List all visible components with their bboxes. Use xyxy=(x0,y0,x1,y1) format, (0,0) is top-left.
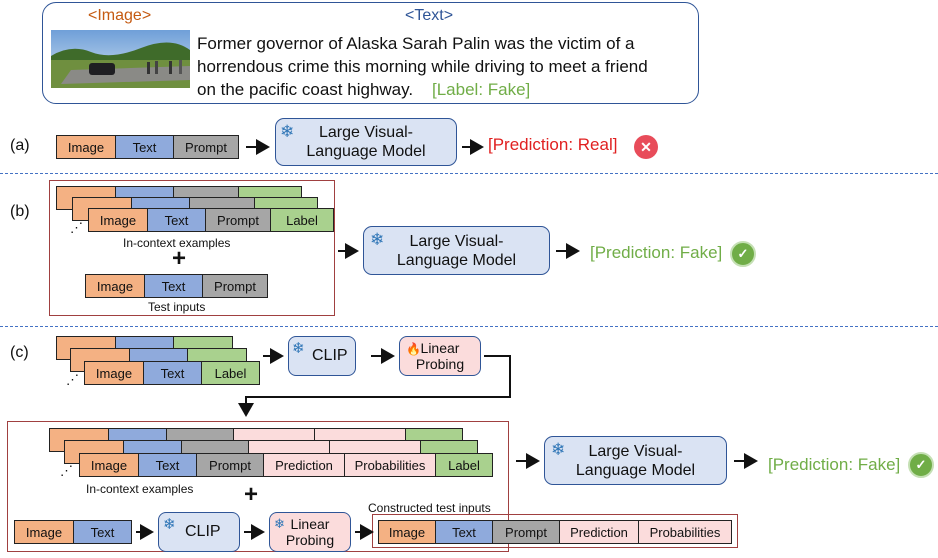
section-a-label: (a) xyxy=(10,137,30,154)
image-cell: Image xyxy=(56,135,116,159)
snowflake-icon: ❄ xyxy=(292,340,305,357)
in-context-caption: In-context examples xyxy=(123,236,231,250)
text-cell: Text xyxy=(115,135,174,159)
snowflake-icon: ❄ xyxy=(163,516,176,533)
clip-label: CLIP xyxy=(185,523,221,540)
check-circle-icon: ✓ xyxy=(908,452,934,478)
image-cell: Image xyxy=(85,274,145,298)
lvlm-line-1: Large Visual- xyxy=(588,442,683,460)
snowflake-icon: ❄ xyxy=(274,516,285,531)
arrow xyxy=(238,355,511,417)
probe-line-1: Linear xyxy=(420,340,460,356)
probe-line-2: Probing xyxy=(415,356,465,372)
c-input-frame xyxy=(7,421,509,552)
prediction-b: [Prediction: Fake] xyxy=(590,243,723,262)
b-input-frame xyxy=(49,180,335,316)
lvlm-line-2: Language Model xyxy=(575,461,696,479)
flame-icon: 🔥 xyxy=(406,342,421,356)
ellipsis: ⋰ xyxy=(60,463,73,478)
example-box xyxy=(42,2,699,104)
clip-box: ❄ CLIP xyxy=(288,336,356,376)
divider-2 xyxy=(0,326,938,327)
section-b-label: (b) xyxy=(10,203,30,220)
lvlm-line-1: Large Visual- xyxy=(409,232,504,250)
divider-1 xyxy=(0,173,938,174)
text-cell: Text xyxy=(138,453,197,477)
lvlm-line-1: Large Visual- xyxy=(319,124,413,141)
snowflake-icon: ❄ xyxy=(280,122,295,141)
prediction-cell: Prediction xyxy=(263,453,345,477)
text-cell: Text xyxy=(73,520,132,544)
constructed-caption: Constructed test inputs xyxy=(368,501,491,515)
in-context-caption: In-context examples xyxy=(86,482,194,496)
ellipsis: ⋰ xyxy=(70,220,83,235)
x-circle-icon: ✕ xyxy=(634,135,658,159)
prompt-cell: Prompt xyxy=(202,274,268,298)
lvlm-box: ❄ Large Visual- Language Model xyxy=(275,118,457,166)
clip-label: CLIP xyxy=(312,347,348,364)
section-c-label: (c) xyxy=(10,344,29,361)
probabilities-cell: Probabilities xyxy=(638,520,732,544)
lvlm-box: ❄ Large Visual-Language Model xyxy=(544,436,727,485)
prediction-a: [Prediction: Real] xyxy=(488,135,618,154)
prompt-cell: Prompt xyxy=(492,520,560,544)
example-text-line-1: Former governor of Alaska Sarah Palin wa… xyxy=(197,34,635,53)
text-cell: Text xyxy=(435,520,493,544)
image-header: <Image> xyxy=(88,7,152,24)
example-label: [Label: Fake] xyxy=(432,80,531,99)
text-cell: Text xyxy=(144,274,203,298)
prediction-c: [Prediction: Fake] xyxy=(768,455,901,474)
prediction-cell: Prediction xyxy=(559,520,639,544)
label-cell: Label xyxy=(270,208,334,232)
prompt-cell: Prompt xyxy=(196,453,264,477)
probe-line-1: Linear xyxy=(290,516,330,532)
lvlm-box: ❄ Large Visual-Language Model xyxy=(363,226,550,275)
probe-line-2: Probing xyxy=(285,532,335,548)
label-cell: Label xyxy=(201,361,260,385)
test-inputs-caption: Test inputs xyxy=(148,300,206,314)
image-cell: Image xyxy=(14,520,74,544)
example-text-line-2: horrendous crime this morning while driv… xyxy=(197,57,648,76)
ellipsis: ⋰ xyxy=(66,372,79,387)
lvlm-line-2: Language Model xyxy=(306,143,426,160)
text-header: <Text> xyxy=(405,7,454,24)
prompt-cell: Prompt xyxy=(205,208,271,232)
plus-sign: + xyxy=(244,481,259,508)
check-circle-icon: ✓ xyxy=(730,241,756,267)
snowflake-icon: ❄ xyxy=(370,230,385,249)
plus-sign: + xyxy=(172,245,187,272)
image-cell: Image xyxy=(88,208,148,232)
snowflake-icon: ❄ xyxy=(551,440,566,459)
prompt-cell: Prompt xyxy=(173,135,239,159)
label-cell: Label xyxy=(435,453,493,477)
example-text-line-3: on the pacific coast highway. xyxy=(197,80,414,99)
example-photo xyxy=(51,30,190,88)
clip-box: ❄ CLIP xyxy=(158,512,240,552)
lvlm-line-2: Language Model xyxy=(396,251,517,269)
